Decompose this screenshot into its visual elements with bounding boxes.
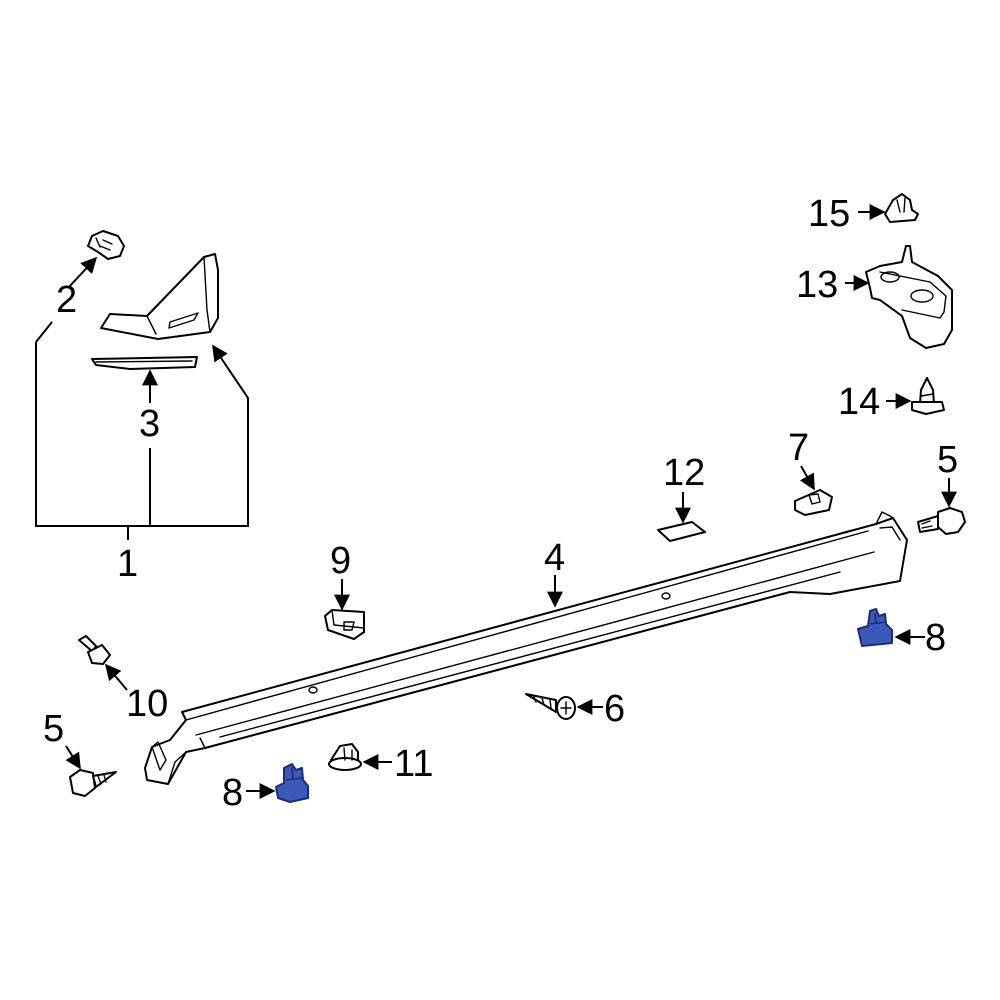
part-15-nut-clip[interactable] bbox=[884, 193, 919, 223]
part-1-molding-bracket[interactable] bbox=[100, 253, 219, 340]
part-2-clip[interactable] bbox=[87, 230, 125, 260]
callout-14: 14 bbox=[838, 381, 880, 423]
part-14-pin[interactable] bbox=[911, 377, 945, 415]
callout-4: 4 bbox=[544, 537, 565, 579]
part-4-rocker-molding[interactable] bbox=[144, 511, 908, 785]
leader-5-left bbox=[65, 745, 81, 770]
group-bracket-1 bbox=[35, 342, 249, 527]
callout-3: 3 bbox=[139, 403, 160, 445]
callout-8-right: 8 bbox=[925, 617, 946, 659]
part-5-bolt-left[interactable] bbox=[69, 769, 117, 797]
group-bracket-1-top bbox=[35, 321, 53, 343]
part-8-clip-right[interactable] bbox=[857, 608, 893, 647]
callout-9: 9 bbox=[330, 540, 351, 582]
callout-15: 15 bbox=[808, 193, 850, 235]
callout-6: 6 bbox=[604, 688, 625, 730]
callout-5-left: 5 bbox=[43, 708, 64, 750]
callout-2: 2 bbox=[56, 279, 77, 321]
leader-7 bbox=[799, 465, 815, 491]
part-12-label[interactable] bbox=[657, 521, 706, 542]
part-9-clip[interactable] bbox=[324, 609, 365, 640]
part-7-clip[interactable] bbox=[794, 489, 833, 516]
part-5-bolt-right[interactable] bbox=[917, 507, 966, 535]
leader-2 bbox=[67, 256, 98, 289]
part-8-clip-left[interactable] bbox=[275, 763, 309, 803]
callout-1: 1 bbox=[117, 543, 138, 585]
callout-11: 11 bbox=[394, 743, 433, 785]
part-13-bracket[interactable] bbox=[865, 245, 953, 349]
callout-12: 12 bbox=[663, 452, 705, 494]
callout-5-right: 5 bbox=[937, 439, 958, 481]
part-10-push-pin[interactable] bbox=[78, 635, 111, 665]
part-3-seal-strip[interactable] bbox=[91, 356, 198, 370]
part-11-nut-clip[interactable] bbox=[328, 743, 362, 771]
callout-10: 10 bbox=[126, 683, 168, 725]
callout-13: 13 bbox=[796, 264, 838, 306]
callout-8-left: 8 bbox=[222, 772, 243, 814]
part-6-screw[interactable] bbox=[525, 693, 576, 720]
callout-7: 7 bbox=[788, 427, 809, 469]
leader-10 bbox=[104, 663, 128, 691]
